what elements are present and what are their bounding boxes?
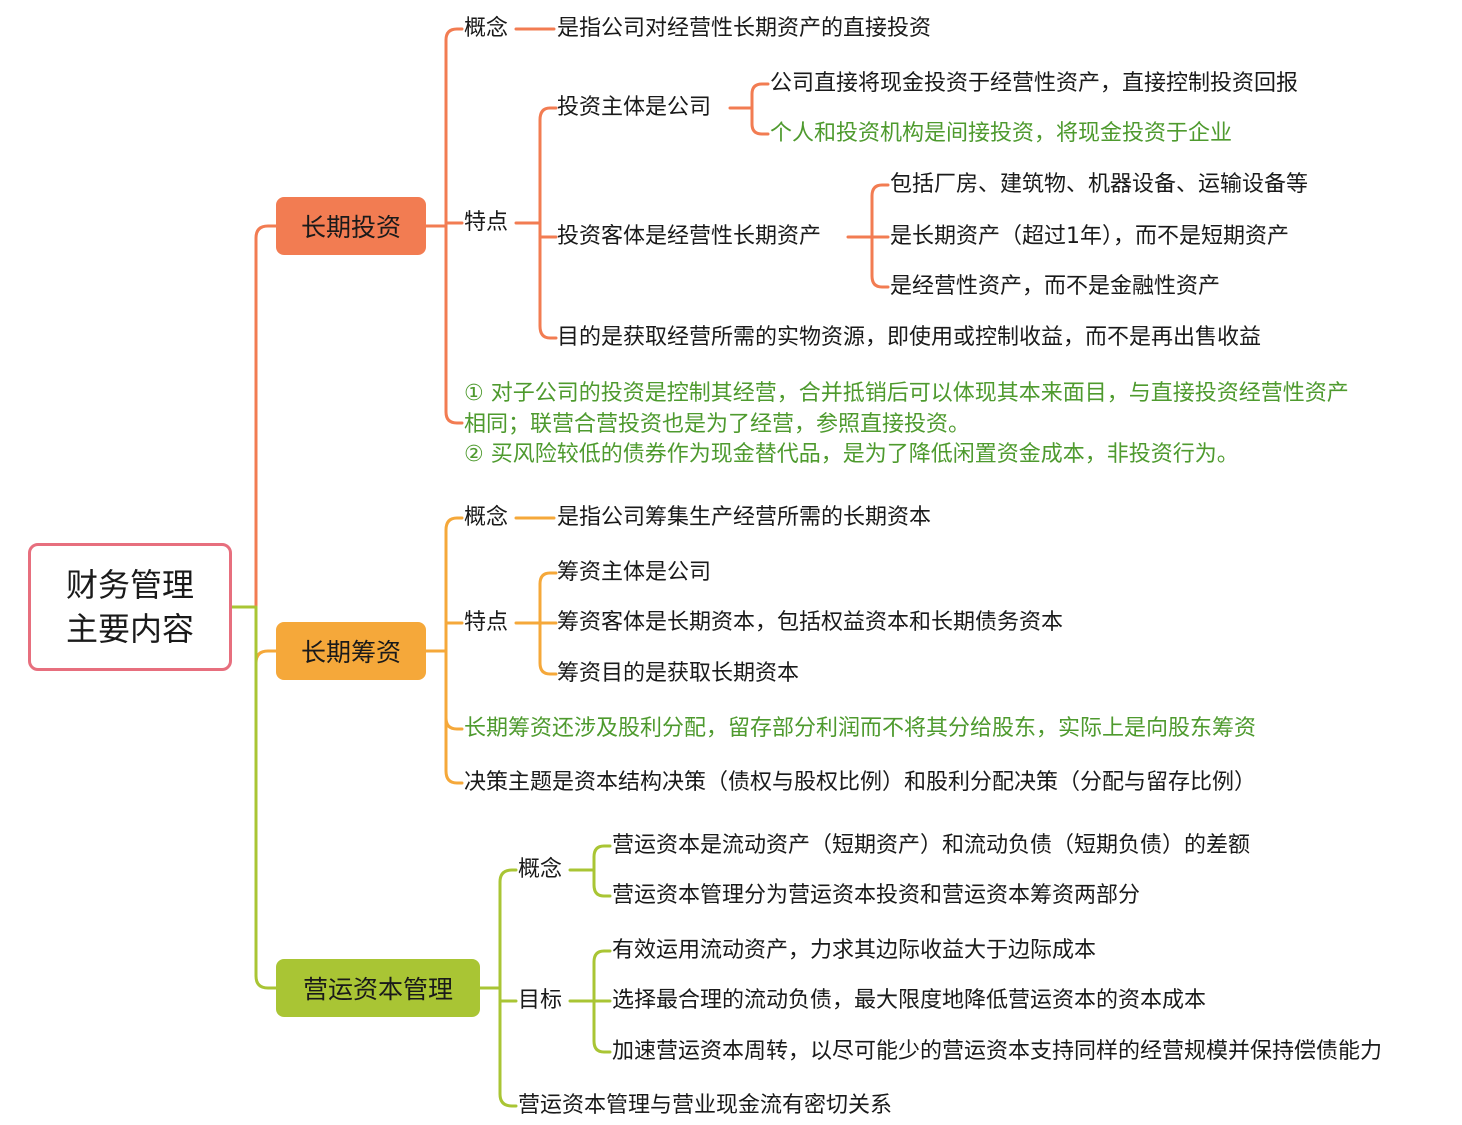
working-goal-label[interactable]: 目标	[518, 988, 563, 1013]
invest-object-item[interactable]: 是经营性资产，而不是金融性资产	[890, 274, 1221, 299]
invest-note-2[interactable]: ② 买风险较低的债券作为现金替代品，是为了降低闲置资金成本，非投资行为。	[464, 442, 1239, 467]
working-goal-item[interactable]: 选择最合理的流动负债，最大限度地降低营运资本的资本成本	[612, 988, 1207, 1013]
invest-concept-text[interactable]: 是指公司对经营性长期资产的直接投资	[557, 16, 932, 41]
invest-object-item[interactable]: 包括厂房、建筑物、机器设备、运输设备等	[890, 172, 1309, 197]
invest-subject-item[interactable]: 个人和投资机构是间接投资，将现金投资于企业	[770, 121, 1233, 146]
topic-working-capital[interactable]: 营运资本管理	[276, 959, 480, 1017]
financing-dividend-note[interactable]: 长期筹资还涉及股利分配，留存部分利润而不将其分给股东，实际上是向股东筹资	[464, 716, 1257, 741]
topic-long-term-investment[interactable]: 长期投资	[276, 197, 426, 255]
working-concept-item[interactable]: 营运资本是流动资产（短期资产）和流动负债（短期负债）的差额	[612, 833, 1251, 858]
topic-label: 营运资本管理	[302, 975, 453, 1004]
invest-object-item[interactable]: 是长期资产（超过1年），而不是短期资产	[890, 224, 1289, 249]
invest-subject-label[interactable]: 投资主体是公司	[557, 95, 712, 120]
invest-subject-item[interactable]: 公司直接将现金投资于经营性资产，直接控制投资回报	[770, 71, 1299, 96]
invest-object-label[interactable]: 投资客体是经营性长期资产	[557, 224, 822, 249]
working-concept-label[interactable]: 概念	[518, 857, 563, 882]
financing-feature[interactable]: 筹资主体是公司	[557, 560, 712, 585]
financing-concept-text[interactable]: 是指公司筹集生产经营所需的长期资本	[557, 505, 932, 530]
financing-feature[interactable]: 筹资目的是获取长期资本	[557, 661, 800, 686]
root-node[interactable]: 财务管理主要内容	[28, 543, 232, 671]
root-label: 财务管理主要内容	[65, 566, 194, 648]
topic-label: 长期投资	[300, 213, 401, 242]
invest-purpose[interactable]: 目的是获取经营所需的实物资源，即使用或控制收益，而不是再出售收益	[557, 325, 1262, 350]
financing-decision[interactable]: 决策主题是资本结构决策（债权与股权比例）和股利分配决策（分配与留存比例）	[464, 770, 1257, 795]
topic-long-term-financing[interactable]: 长期筹资	[276, 622, 426, 680]
working-relation[interactable]: 营运资本管理与营业现金流有密切关系	[518, 1093, 893, 1118]
financing-features-label[interactable]: 特点	[464, 610, 509, 635]
working-concept-item[interactable]: 营运资本管理分为营运资本投资和营运资本筹资两部分	[612, 883, 1141, 908]
working-goal-item[interactable]: 有效运用流动资产，力求其边际收益大于边际成本	[612, 938, 1097, 963]
invest-note-1[interactable]: ① 对子公司的投资是控制其经营，合并抵销后可以体现其本来面目，与直接投资经营性资…	[464, 381, 1349, 437]
invest-features-label[interactable]: 特点	[464, 210, 509, 235]
topic-label: 长期筹资	[300, 638, 401, 667]
financing-concept-label[interactable]: 概念	[464, 505, 509, 530]
invest-concept-label[interactable]: 概念	[464, 16, 509, 41]
financing-feature[interactable]: 筹资客体是长期资本，包括权益资本和长期债务资本	[557, 610, 1064, 635]
working-goal-item[interactable]: 加速营运资本周转，以尽可能少的营运资本支持同样的经营规模并保持偿债能力	[612, 1039, 1383, 1064]
